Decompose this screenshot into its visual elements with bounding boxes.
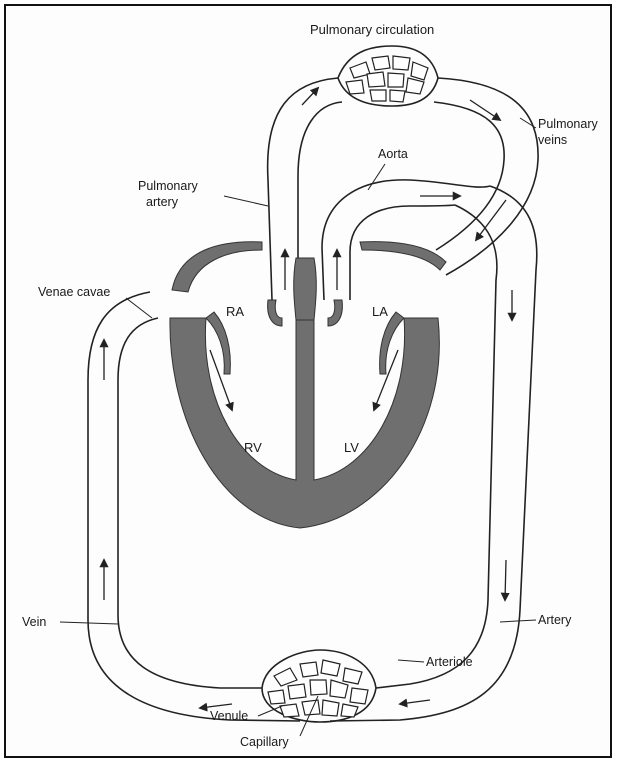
arrow-capillary-right (400, 700, 430, 704)
septum (294, 258, 317, 320)
label-la: LA (372, 304, 388, 319)
tricuspid-valve (206, 312, 230, 374)
label-venae-cavae: Venae cavae (38, 285, 110, 299)
label-vein: Vein (22, 615, 46, 629)
pulmonary-capillary-bed (338, 46, 438, 106)
heart-myocardium (170, 300, 439, 528)
label-pulmonary-circulation: Pulmonary circulation (310, 22, 434, 37)
aortic-valve (328, 300, 342, 326)
label-capillary: Capillary (240, 735, 289, 749)
pulmonary-vein-outer-wall (438, 78, 538, 275)
pulmonary-vein-inner-wall (434, 102, 504, 250)
label-pulmonary-artery-1: Pulmonary (138, 179, 198, 193)
pulmonary-valve (268, 300, 282, 326)
label-artery: Artery (538, 613, 572, 627)
arrow-capillary-left (200, 704, 232, 708)
atrial-wall-right (172, 242, 262, 292)
label-aorta: Aorta (378, 147, 408, 161)
heart (170, 242, 446, 528)
label-pulmonary-veins-2: veins (538, 133, 567, 147)
arrow-pulmonary-top (302, 88, 318, 105)
label-ra: RA (226, 304, 244, 319)
systemic-capillary-bed (262, 650, 376, 722)
atrial-wall-left (360, 242, 446, 270)
label-venule: Venule (210, 709, 248, 723)
arrow-artery-down-2 (505, 560, 506, 600)
label-pulmonary-artery-2: artery (146, 195, 179, 209)
label-lv: LV (344, 440, 359, 455)
systemic-artery-outer-wall (330, 186, 537, 721)
label-pulmonary-veins-1: Pulmonary (538, 117, 598, 131)
aorta-outer-wall (322, 180, 490, 300)
label-rv: RV (244, 440, 262, 455)
label-arteriole: Arteriole (426, 655, 473, 669)
aorta (322, 180, 490, 300)
